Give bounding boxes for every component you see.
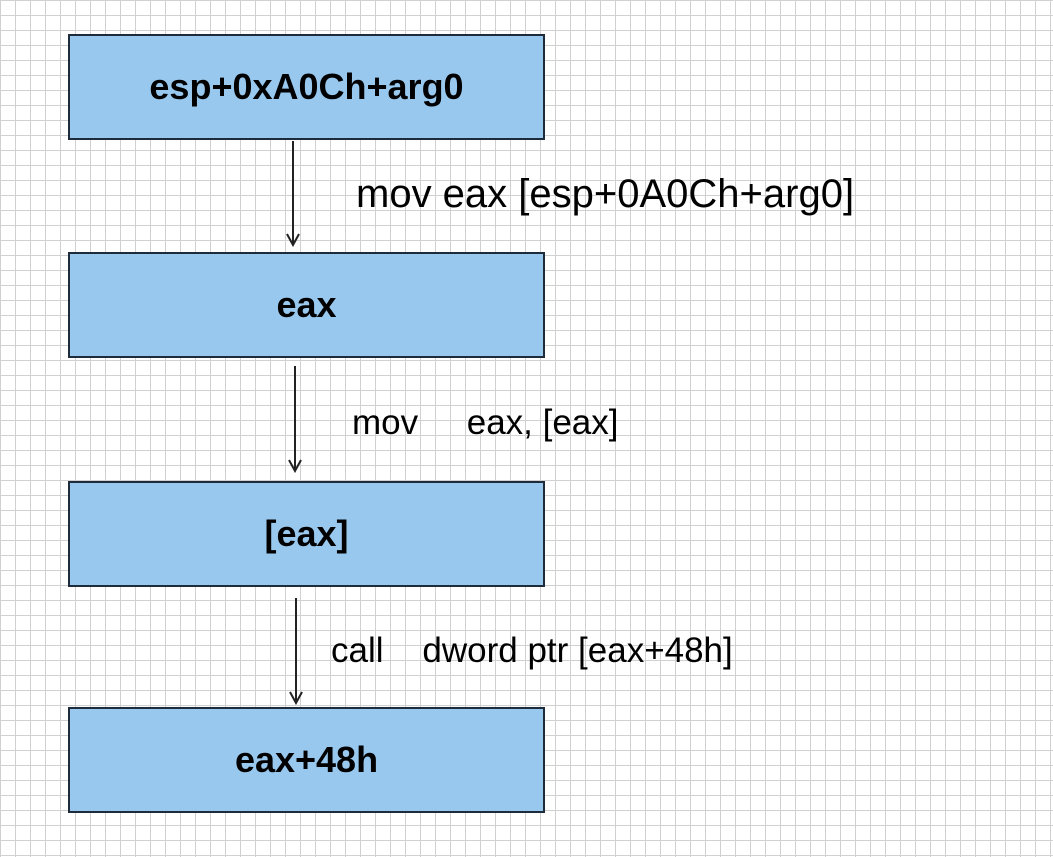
node-esp-arg0: esp+0xA0Ch+arg0	[68, 34, 545, 140]
node-eax-48h: eax+48h	[68, 707, 545, 813]
node-eax: eax	[68, 252, 545, 358]
edge-label-2: mov eax, [eax]	[352, 403, 619, 442]
node-label: eax	[276, 284, 337, 325]
edge-label-1: mov eax [esp+0A0Ch+arg0]	[356, 172, 855, 216]
node-label: eax+48h	[234, 739, 379, 780]
node-deref-eax: [eax]	[68, 481, 545, 587]
node-label: esp+0xA0Ch+arg0	[149, 66, 464, 107]
node-label: [eax]	[264, 513, 349, 554]
edge-label-3: call dword ptr [eax+48h]	[331, 631, 733, 670]
